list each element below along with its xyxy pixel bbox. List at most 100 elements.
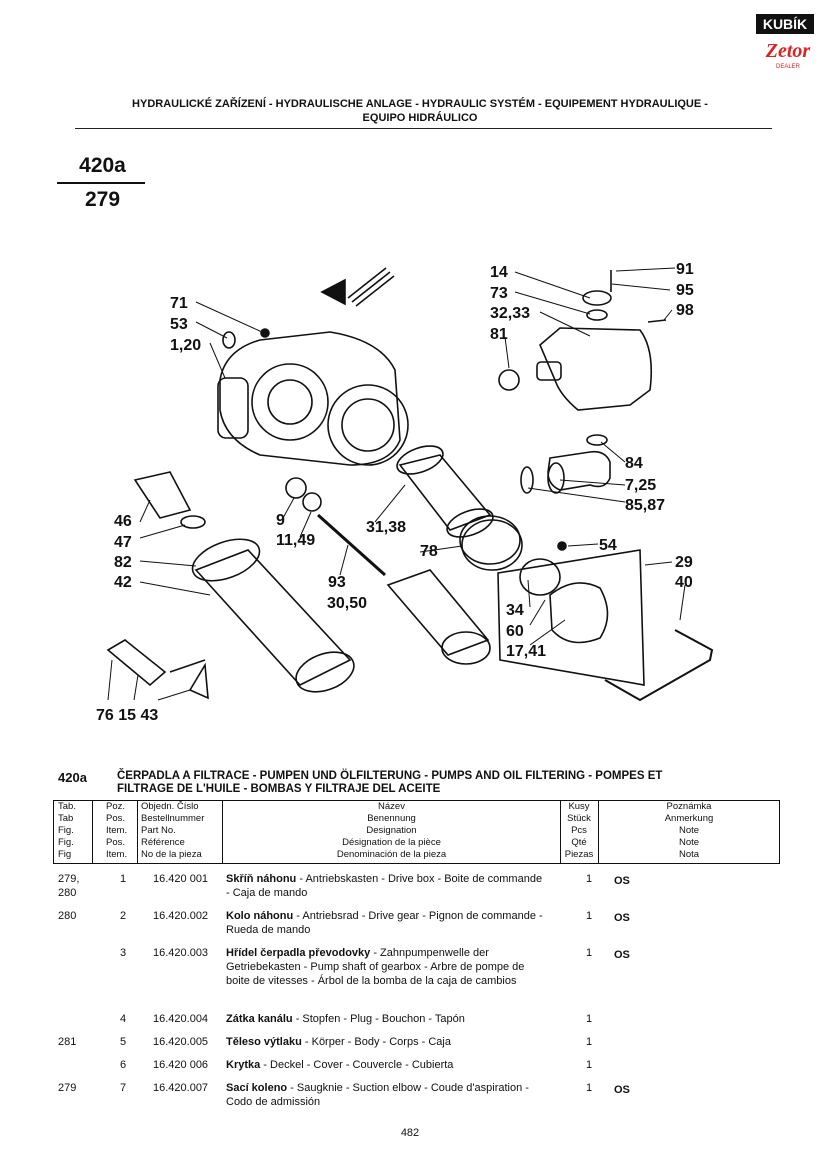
- label-71: 71: [170, 295, 188, 312]
- row-5-part-number: 16.420.005: [153, 1036, 209, 1048]
- header-line-2: EQUIPO HIDRÁULICO: [362, 112, 478, 124]
- th-nazev-3: Désignation de la pièce: [342, 837, 441, 848]
- th-kusy-4: Piezas: [564, 849, 594, 860]
- logo-dealer: DEALER: [775, 64, 800, 70]
- row-7-description: Sací koleno - Saugknie - Suction elbow -…: [226, 1081, 546, 1109]
- col-qty-header: Kusy Stück Pcs Qté Piezas: [561, 801, 597, 863]
- exploded-parts-diagram: 71 53 1,20 14 73 32,33 81 91 95 98 84 7,…: [96, 261, 714, 724]
- col-divider: [598, 801, 599, 863]
- col-part-number-header: Objedn. Číslo Bestellnummer Part No. Réf…: [141, 801, 221, 863]
- label-9: 9: [276, 512, 285, 529]
- row-2-name-rest: - Antriebsrad - Drive gear - Pignon de c…: [226, 910, 543, 936]
- col-divider: [92, 801, 93, 863]
- th-cislo-0: Objedn. Číslo: [141, 801, 199, 812]
- label-78: 78: [420, 543, 438, 560]
- row-3-pos: 3: [120, 947, 127, 959]
- label-31-38: 31,38: [366, 519, 406, 536]
- label-17-41: 17,41: [506, 643, 546, 660]
- row-1-pos: 1: [120, 873, 127, 885]
- row-4-qty: 1: [586, 1013, 593, 1025]
- th-nazev-2: Designation: [366, 825, 417, 836]
- th-poz-2: Item.: [106, 825, 128, 836]
- th-poz-4: Item.: [106, 849, 128, 860]
- row-4-description: Zátka kanálu - Stopfen - Plug - Bouchon …: [226, 1012, 546, 1026]
- row-5-pos: 5: [120, 1036, 127, 1048]
- th-kusy-2: Pcs: [571, 825, 587, 836]
- col-poz-header: Poz. Pos. Item. Pos. Item.: [106, 801, 136, 863]
- th-cislo-3: Référence: [141, 837, 185, 848]
- th-nazev-1: Benennung: [367, 813, 416, 824]
- label-7-25: 7,25: [625, 477, 656, 494]
- row-6-part-number: 16.420 006: [153, 1059, 209, 1071]
- th-note-2: Note: [678, 825, 700, 836]
- label-34: 34: [506, 602, 524, 619]
- th-poz-0: Poz.: [106, 801, 126, 812]
- th-tab-4: Fig: [58, 849, 72, 860]
- th-tab-0: Tab.: [58, 801, 76, 812]
- row-1-note: OS: [614, 875, 630, 887]
- row-3-note: OS: [614, 949, 630, 961]
- label-81: 81: [490, 326, 508, 343]
- row-2-note: OS: [614, 912, 630, 924]
- row-7-tab: 279: [58, 1082, 77, 1094]
- section-title-line-2: FILTRAGE DE L'HUILE - BOMBAS Y FILTRAJE …: [117, 783, 441, 795]
- row-7-note: OS: [614, 1084, 630, 1096]
- figure-table-ref: 279: [84, 188, 121, 211]
- row-1-name-cz: Skříň náhonu: [226, 873, 297, 885]
- th-nazev-4: Denominación de la pieza: [336, 849, 447, 860]
- th-poz-1: Pos.: [106, 813, 126, 824]
- label-93: 93: [328, 574, 346, 591]
- label-91: 91: [676, 261, 694, 278]
- label-14: 14: [490, 264, 508, 281]
- row-1-qty: 1: [586, 873, 593, 885]
- th-cislo-4: No de la pieza: [141, 849, 202, 860]
- th-cislo-2: Part No.: [141, 825, 176, 836]
- row-2-part-number: 16.420.002: [153, 910, 209, 922]
- row-2-tab: 280: [58, 910, 77, 922]
- leader-lines: [107, 267, 686, 701]
- th-note-4: Nota: [678, 849, 700, 860]
- row-7-name-cz: Sací koleno: [226, 1082, 288, 1094]
- row-3-description: Hřídel čerpadla převodovky - Zahnpumpenw…: [226, 946, 546, 988]
- th-kusy-1: Stück: [567, 813, 591, 824]
- row-6-name-cz: Krytka: [226, 1059, 261, 1071]
- label-73: 73: [490, 285, 508, 302]
- header-line-1: HYDRAULICKÉ ZAŘÍZENÍ - HYDRAULISCHE ANLA…: [132, 98, 708, 110]
- row-4-part-number: 16.420.004: [153, 1013, 209, 1025]
- row-6-pos: 6: [120, 1059, 127, 1071]
- col-note-header: Poznámka Anmerkung Note Note Nota: [600, 801, 778, 863]
- header-rule: [75, 128, 772, 129]
- section-title-line-1: ČERPADLA A FILTRACE - PUMPEN UND ÖLFILTE…: [117, 770, 663, 782]
- col-divider: [560, 801, 561, 863]
- label-1-20: 1,20: [170, 337, 201, 354]
- row-3-name-rest: - Zahnpumpenwelle der Getriebekasten - P…: [226, 947, 525, 987]
- col-divider: [222, 801, 223, 863]
- row-3-name-cz: Hřídel čerpadla převodovky: [226, 947, 371, 959]
- row-4-name-rest: - Stopfen - Plug - Bouchon - Tapón: [292, 1013, 465, 1025]
- th-cislo-1: Bestellnummer: [141, 813, 205, 824]
- label-47: 47: [114, 534, 132, 551]
- row-7-qty: 1: [586, 1082, 593, 1094]
- row-4-name-cz: Zátka kanálu: [226, 1013, 293, 1025]
- row-5-qty: 1: [586, 1036, 593, 1048]
- label-84: 84: [625, 455, 643, 472]
- th-tab-3: Fig.: [58, 837, 74, 848]
- label-42: 42: [114, 574, 132, 591]
- figure-number: 420a: [79, 154, 126, 177]
- page-number: 482: [400, 1127, 420, 1139]
- row-1-name-rest: - Antriebskasten - Drive box - Boite de …: [226, 873, 543, 899]
- diagram-drawing: [106, 267, 714, 702]
- row-6-description: Krytka - Deckel - Cover - Couvercle - Cu…: [226, 1058, 546, 1072]
- th-note-1: Anmerkung: [664, 813, 714, 824]
- row-4-pos: 4: [120, 1013, 127, 1025]
- row-2-description: Kolo náhonu - Antriebsrad - Drive gear -…: [226, 909, 546, 937]
- th-note-0: Poznámka: [666, 801, 712, 812]
- row-3-qty: 1: [586, 947, 593, 959]
- row-7-pos: 7: [120, 1082, 127, 1094]
- row-5-name-cz: Těleso výtlaku: [226, 1036, 302, 1048]
- label-95: 95: [676, 282, 694, 299]
- figure-divider: [57, 182, 145, 184]
- row-1-part-number: 16.420 001: [153, 873, 209, 885]
- row-1-description: Skříň náhonu - Antriebskasten - Drive bo…: [226, 872, 546, 900]
- label-29: 29: [675, 554, 693, 571]
